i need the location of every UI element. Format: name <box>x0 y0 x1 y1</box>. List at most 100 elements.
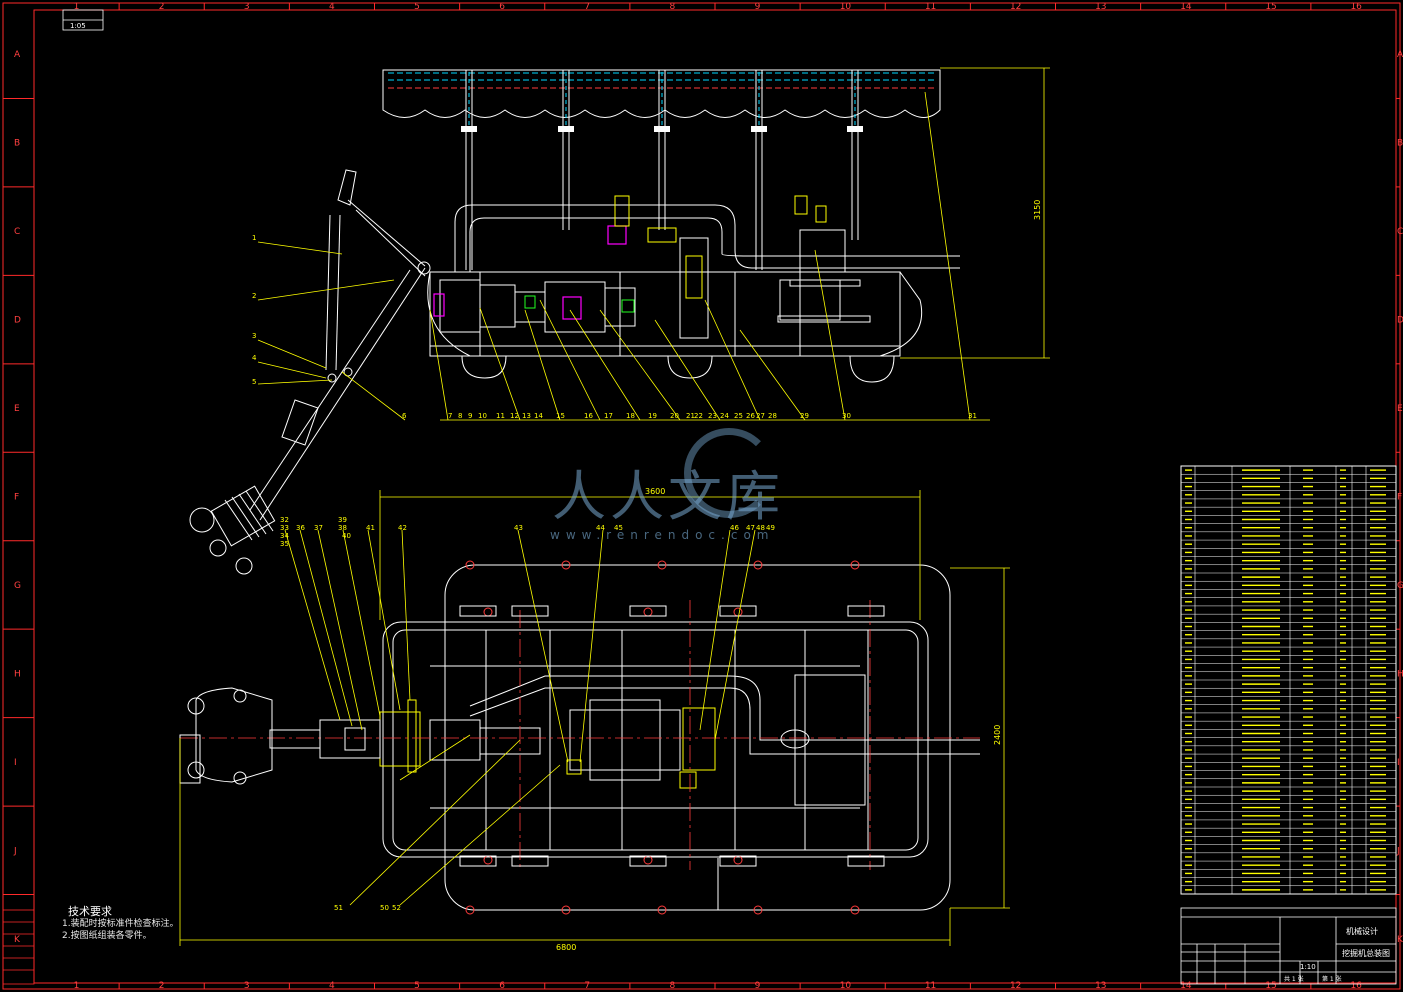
zone-grid <box>3 3 1400 989</box>
elevation-callout: 20 <box>670 412 679 420</box>
zone-row-label: A <box>14 50 21 60</box>
elevation-callout: 3 <box>252 332 256 340</box>
corner-tag-text: 1:05 <box>70 22 86 30</box>
plan-callout: 38 <box>338 524 347 532</box>
zone-col-label: 10 <box>840 2 852 12</box>
plan-height-dim: 2400 <box>993 725 1002 745</box>
zone-col-label: 8 <box>669 981 675 991</box>
zone-row-label: J <box>13 846 17 856</box>
zone-row-label: I <box>1397 758 1400 768</box>
title-block <box>1180 907 1397 985</box>
elevation-callout: 8 <box>458 412 462 420</box>
elevation-callout: 21 <box>686 412 695 420</box>
zone-col-label: 9 <box>755 981 761 991</box>
mount-holes <box>465 560 860 915</box>
elevation-callout: 12 <box>510 412 519 420</box>
plan-callout: 51 <box>334 904 343 912</box>
elevation-callout: 25 <box>734 412 743 420</box>
plan-width-dim: 3600 <box>645 487 665 496</box>
zone-col-label: 11 <box>925 981 936 991</box>
elevation-callout: 9 <box>468 412 472 420</box>
elevation-callout: 30 <box>842 412 851 420</box>
canopy-posts <box>465 70 859 270</box>
plan-callout: 44 <box>596 524 605 532</box>
zone-col-label: 14 <box>1180 2 1192 12</box>
plan-hull <box>444 564 951 911</box>
parts-list-table <box>1180 465 1397 895</box>
title-drawing-name: 挖掘机总装图 <box>1342 948 1390 958</box>
zone-col-label: 5 <box>414 981 420 991</box>
plan-callout: 46 <box>730 524 739 532</box>
zone-col-label: 6 <box>499 981 505 991</box>
plan-callout: 35 <box>280 540 289 548</box>
plan-callout: 32 <box>280 516 289 524</box>
elevation-callout: 2 <box>252 292 256 300</box>
elevation-callout: 1 <box>252 234 256 242</box>
cutter-head <box>189 485 276 575</box>
zone-col-label: 5 <box>414 2 420 12</box>
elevation-callout: 28 <box>768 412 777 420</box>
title-company: 机械设计 <box>1346 926 1378 936</box>
zone-row-label: C <box>1397 227 1403 237</box>
zone-row-label: A <box>1397 50 1403 60</box>
zone-col-label: 8 <box>669 2 675 12</box>
zone-col-label: 14 <box>1180 981 1192 991</box>
zone-row-label: K <box>1397 935 1403 945</box>
zone-row-label: J <box>1396 846 1400 856</box>
elevation-leaders <box>257 91 990 421</box>
operator-seat <box>777 279 871 323</box>
zone-col-label: 2 <box>159 981 165 991</box>
elevation-callout: 11 <box>496 412 505 420</box>
title-sheet: 共 1 张 <box>1284 975 1304 983</box>
zone-row-label: F <box>14 493 19 503</box>
zone-col-label: 10 <box>840 981 852 991</box>
zone-col-label: 16 <box>1350 981 1362 991</box>
plan-callout: 34 <box>280 532 289 540</box>
elevation-callout: 19 <box>648 412 657 420</box>
elevation-callout: 4 <box>252 354 257 362</box>
title-sheet-index: 第 1 张 <box>1322 975 1342 983</box>
zone-row-label: I <box>14 758 17 768</box>
inner-border <box>33 9 1397 984</box>
elevation-callout: 7 <box>448 412 452 420</box>
tech-requirement-item-2: 2.按图纸组装各零件。 <box>62 931 152 941</box>
elevation-callout: 23 <box>708 412 717 420</box>
zone-col-label: 1 <box>74 2 80 12</box>
elevation-callout: 29 <box>800 412 809 420</box>
elevation-callout: 26 <box>746 412 755 420</box>
zone-col-label: 13 <box>1095 2 1106 12</box>
zone-row-label: D <box>1397 316 1403 326</box>
zone-row-label: F <box>1397 493 1402 503</box>
elevation-callout: 24 <box>720 412 729 420</box>
zone-col-label: 1 <box>74 981 80 991</box>
elevation-view: 3150 12345678910111213141516171819202122… <box>189 67 1050 575</box>
tech-requirements: 技术要求 1.装配时按标准件检查标注。 2.按图纸组装各零件。 <box>62 906 179 942</box>
plan-callout: 40 <box>342 532 351 540</box>
elevation-callout: 22 <box>694 412 703 420</box>
elevation-callout: 15 <box>556 412 565 420</box>
plan-view: 3600 2400 6800 3233343536373839404142434… <box>179 487 1010 952</box>
elevation-dimension <box>900 67 1050 359</box>
zone-row-label: E <box>14 404 20 414</box>
zone-row-label: E <box>1397 404 1403 414</box>
plan-callout: 43 <box>514 524 523 532</box>
zone-col-label: 3 <box>244 2 250 12</box>
zone-col-label: 12 <box>1010 2 1021 12</box>
zone-col-label: 2 <box>159 2 165 12</box>
plan-callout: 52 <box>392 904 401 912</box>
zone-col-label: 6 <box>499 2 505 12</box>
tech-requirements-title: 技术要求 <box>68 905 112 918</box>
zone-col-label: 9 <box>755 2 761 12</box>
zone-col-label: 3 <box>244 981 250 991</box>
zone-col-label: 4 <box>329 2 335 12</box>
plan-callout: 39 <box>338 516 347 524</box>
elevation-height-dim: 3150 <box>1033 200 1042 220</box>
engine-block <box>439 229 846 339</box>
elevation-callout: 10 <box>478 412 487 420</box>
plan-leaders <box>284 529 756 906</box>
elevation-callout: 16 <box>584 412 593 420</box>
